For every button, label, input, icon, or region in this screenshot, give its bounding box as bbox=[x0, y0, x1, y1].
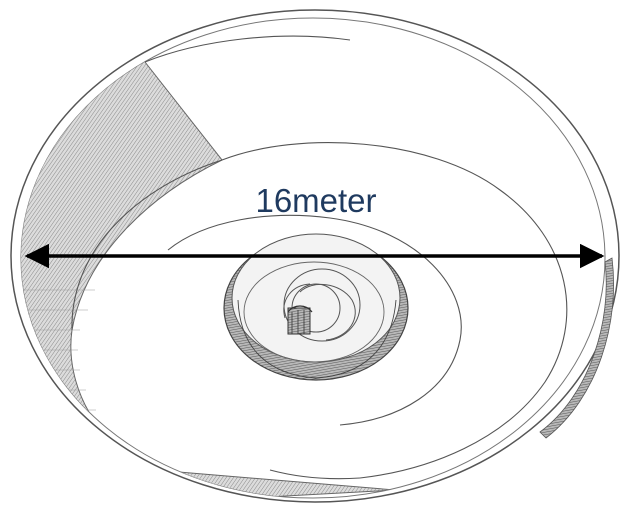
dimension-label: 16meter bbox=[255, 182, 376, 219]
rim-edge-right bbox=[539, 257, 614, 439]
central-hub bbox=[287, 305, 313, 335]
